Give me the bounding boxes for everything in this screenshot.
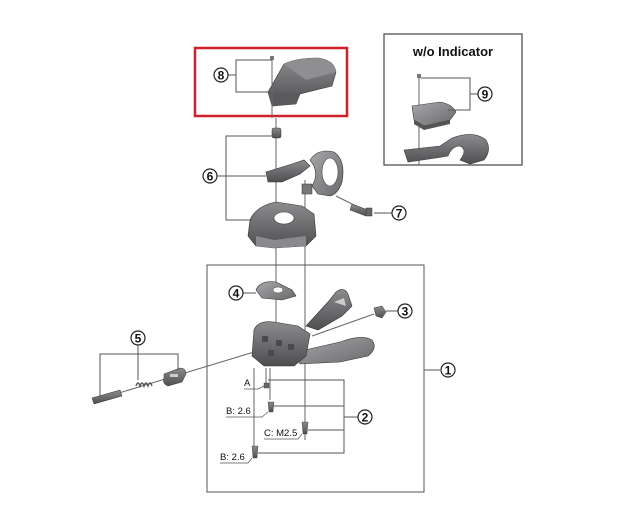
inset-title: w/o Indicator <box>412 44 493 59</box>
callout-2-label: 2 <box>362 411 369 425</box>
callout-5-label: 5 <box>135 332 142 346</box>
callout-7[interactable]: 7 <box>374 205 407 221</box>
screws-item-2[interactable] <box>251 368 309 459</box>
callout-7-label: 7 <box>396 207 403 221</box>
callout-9-label: 9 <box>482 88 489 102</box>
callout-8-label: 8 <box>218 69 225 83</box>
plate-item-4[interactable] <box>255 281 297 301</box>
clamp-part-inset <box>403 134 489 165</box>
callout-3[interactable]: 3 <box>386 303 413 319</box>
screw-label-a: A <box>244 378 265 390</box>
callout-9[interactable]: 9 <box>421 77 493 111</box>
clamp-bolt-item-7[interactable] <box>335 195 373 217</box>
svg-text:B: 2.6: B: 2.6 <box>226 406 251 417</box>
callout-1-label: 1 <box>445 364 452 378</box>
svg-text:B: 2.6: B: 2.6 <box>220 452 245 463</box>
callout-4-label: 4 <box>233 287 240 301</box>
svg-text:A: A <box>244 378 251 389</box>
shifter-mechanism[interactable] <box>251 289 375 367</box>
svg-text:C: M2.5: C: M2.5 <box>264 428 297 439</box>
screw-label-b2: B: 2.6 <box>220 452 253 464</box>
indicator-cover-part[interactable] <box>267 57 337 107</box>
screw-label-c: C: M2.5 <box>264 428 303 440</box>
screw-item-8 <box>270 56 274 118</box>
callout-2[interactable]: 2 <box>258 379 373 454</box>
screw-label-b1: B: 2.6 <box>226 406 269 418</box>
highlight-box-item-8 <box>193 46 349 118</box>
callout-6-label: 6 <box>207 170 214 184</box>
callout-1[interactable]: 1 <box>424 362 456 378</box>
housing-group-item-6[interactable] <box>247 127 344 249</box>
callout-4[interactable]: 4 <box>228 285 256 301</box>
main-unit-frame <box>206 264 425 493</box>
callout-5[interactable]: 5 <box>99 330 179 396</box>
cable-adjuster-item-5[interactable] <box>91 351 255 405</box>
cap-item-3[interactable] <box>311 305 387 337</box>
callout-6[interactable]: 6 <box>202 135 274 221</box>
callout-3-label: 3 <box>402 305 409 319</box>
inset-without-indicator: w/o Indicator 9 <box>383 33 523 166</box>
blank-cover-part[interactable] <box>411 101 457 130</box>
callout-8[interactable]: 8 <box>213 59 272 93</box>
